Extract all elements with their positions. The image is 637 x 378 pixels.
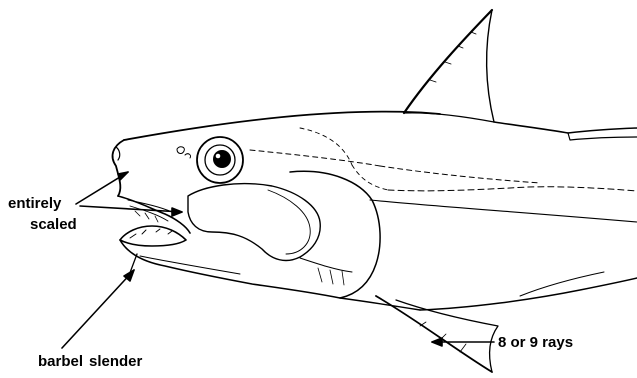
arrow-barbel [62,270,134,348]
label-slender: slender [89,352,142,371]
gill-cover [290,171,380,298]
second-dorsal-fin [568,128,637,140]
arrow-entirely-lower [80,206,182,212]
lateral-line [388,187,637,191]
belly [420,278,637,310]
cheek [188,184,320,261]
mouth [120,226,186,246]
pelvic-fin [376,296,498,372]
snout-tip [116,147,120,160]
body-back [124,112,440,140]
label-scaled: scaled [30,215,77,234]
label-rays: 8 or 9 rays [498,333,573,352]
body-back-rear [494,122,568,133]
nostrils [177,147,191,158]
label-barbel: barbel [38,352,83,371]
pupil [213,150,231,168]
lower-jaw [120,240,340,298]
label-entirely: entirely [8,194,61,213]
dorsal-fin [404,10,494,122]
